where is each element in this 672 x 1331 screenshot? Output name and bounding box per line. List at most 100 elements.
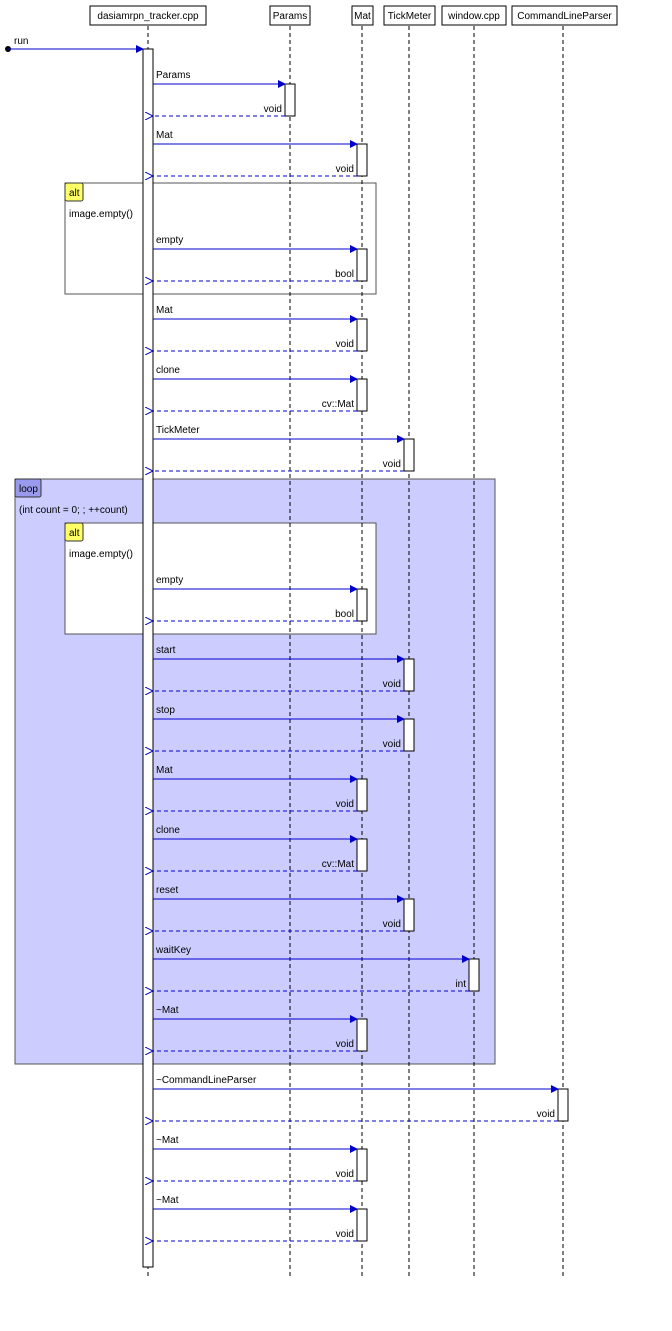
participant-mat: Mat [351, 5, 374, 26]
return-label: void [336, 1039, 354, 1050]
participant-pa: Params [269, 5, 311, 26]
fragment-alt: alt image.empty() [64, 182, 377, 295]
activation-mat [356, 1148, 368, 1182]
fragment-alt-label: alt [69, 188, 80, 199]
return-label: void [383, 459, 401, 470]
return-label: void [537, 1109, 555, 1120]
call-label: Mat [156, 130, 173, 141]
return-label: void [383, 679, 401, 690]
return-label: void [336, 799, 354, 810]
participant-box [383, 5, 436, 26]
activation-tm [403, 718, 415, 752]
call-label: clone [156, 825, 180, 836]
return-label: void [383, 739, 401, 750]
call-label: Mat [156, 305, 173, 316]
activation-mat [356, 778, 368, 812]
activation-win [468, 958, 480, 992]
fragment-loop-tag [14, 478, 42, 498]
call-label: clone [156, 365, 180, 376]
call-label: ~Mat [156, 1195, 179, 1206]
message-mat: ~Mat void [153, 1195, 358, 1241]
message-pa: Params void [153, 70, 286, 116]
call-label: stop [156, 705, 175, 716]
message-tm: stop void [153, 705, 405, 751]
fragment-loop-label: loop [19, 484, 38, 495]
activation-mat [356, 1018, 368, 1052]
activation-tm [403, 658, 415, 692]
call-label: ~Mat [156, 1005, 179, 1016]
participant-box [511, 5, 618, 26]
activation-mat [356, 143, 368, 177]
fragment-alt-tag [64, 182, 84, 202]
activation-mat [356, 588, 368, 622]
call-label: ~Mat [156, 1135, 179, 1146]
participant-box [89, 5, 207, 26]
message-mat: empty bool [153, 235, 358, 281]
activation-mat [356, 838, 368, 872]
call-label: ~CommandLineParser [156, 1075, 257, 1086]
call-label: waitKey [155, 945, 191, 956]
fragment-alt-frame [64, 182, 377, 295]
return-label: cv::Mat [322, 399, 354, 410]
message-mat: ~Mat void [153, 1005, 358, 1051]
call-label: Params [156, 70, 190, 81]
participant-label: dasiamrpn_tracker.cpp [97, 11, 199, 22]
participant-clp: CommandLineParser [511, 5, 618, 26]
activation-mat [356, 378, 368, 412]
fragment-guard: image.empty() [69, 209, 133, 220]
message-mat: ~Mat void [153, 1135, 358, 1181]
participant-label: Mat [354, 11, 371, 22]
return-label: cv::Mat [322, 859, 354, 870]
participant-box [441, 5, 507, 26]
return-label: void [264, 104, 282, 115]
message-tm: TickMeter void [153, 425, 405, 471]
activation-pa [284, 83, 296, 117]
return-label: void [336, 164, 354, 175]
activation-main [142, 48, 154, 1268]
message-mat: Mat void [153, 130, 358, 176]
activation-clp [557, 1088, 569, 1122]
return-label: int [455, 979, 466, 990]
participant-label: Params [273, 11, 307, 22]
message-mat: Mat void [153, 765, 358, 811]
message-tm: reset void [153, 885, 405, 931]
activation-mat [356, 318, 368, 352]
message-mat: Mat void [153, 305, 358, 351]
activation-mat [356, 1208, 368, 1242]
message-win: waitKey int [153, 945, 470, 991]
return-label: void [336, 1169, 354, 1180]
message-clp: ~CommandLineParser void [153, 1075, 559, 1121]
participant-dt: dasiamrpn_tracker.cpp [89, 5, 207, 26]
participant-label: TickMeter [388, 11, 432, 22]
participant-label: window.cpp [447, 11, 500, 22]
call-label: empty [156, 235, 183, 246]
return-label: void [336, 339, 354, 350]
call-label: reset [156, 885, 178, 896]
call-label: empty [156, 575, 183, 586]
call-label: Mat [156, 765, 173, 776]
call-label: start [156, 645, 176, 656]
return-label: bool [335, 609, 354, 620]
participant-box [269, 5, 311, 26]
activation-tm [403, 898, 415, 932]
fragment-guard: image.empty() [69, 549, 133, 560]
participant-box [351, 5, 374, 26]
fragment-alt-tag [64, 522, 84, 542]
call-label: TickMeter [156, 425, 200, 436]
activation-tm [403, 438, 415, 472]
message-mat: empty bool [153, 575, 358, 621]
activation-mat [356, 248, 368, 282]
participant-tm: TickMeter [383, 5, 436, 26]
return-label: void [336, 1229, 354, 1240]
message-tm: start void [153, 645, 405, 691]
participant-win: window.cpp [441, 5, 507, 26]
participant-label: CommandLineParser [517, 11, 612, 22]
entry-label: run [14, 36, 28, 47]
fragment-alt-frame [64, 522, 377, 635]
return-label: bool [335, 269, 354, 280]
return-label: void [383, 919, 401, 930]
